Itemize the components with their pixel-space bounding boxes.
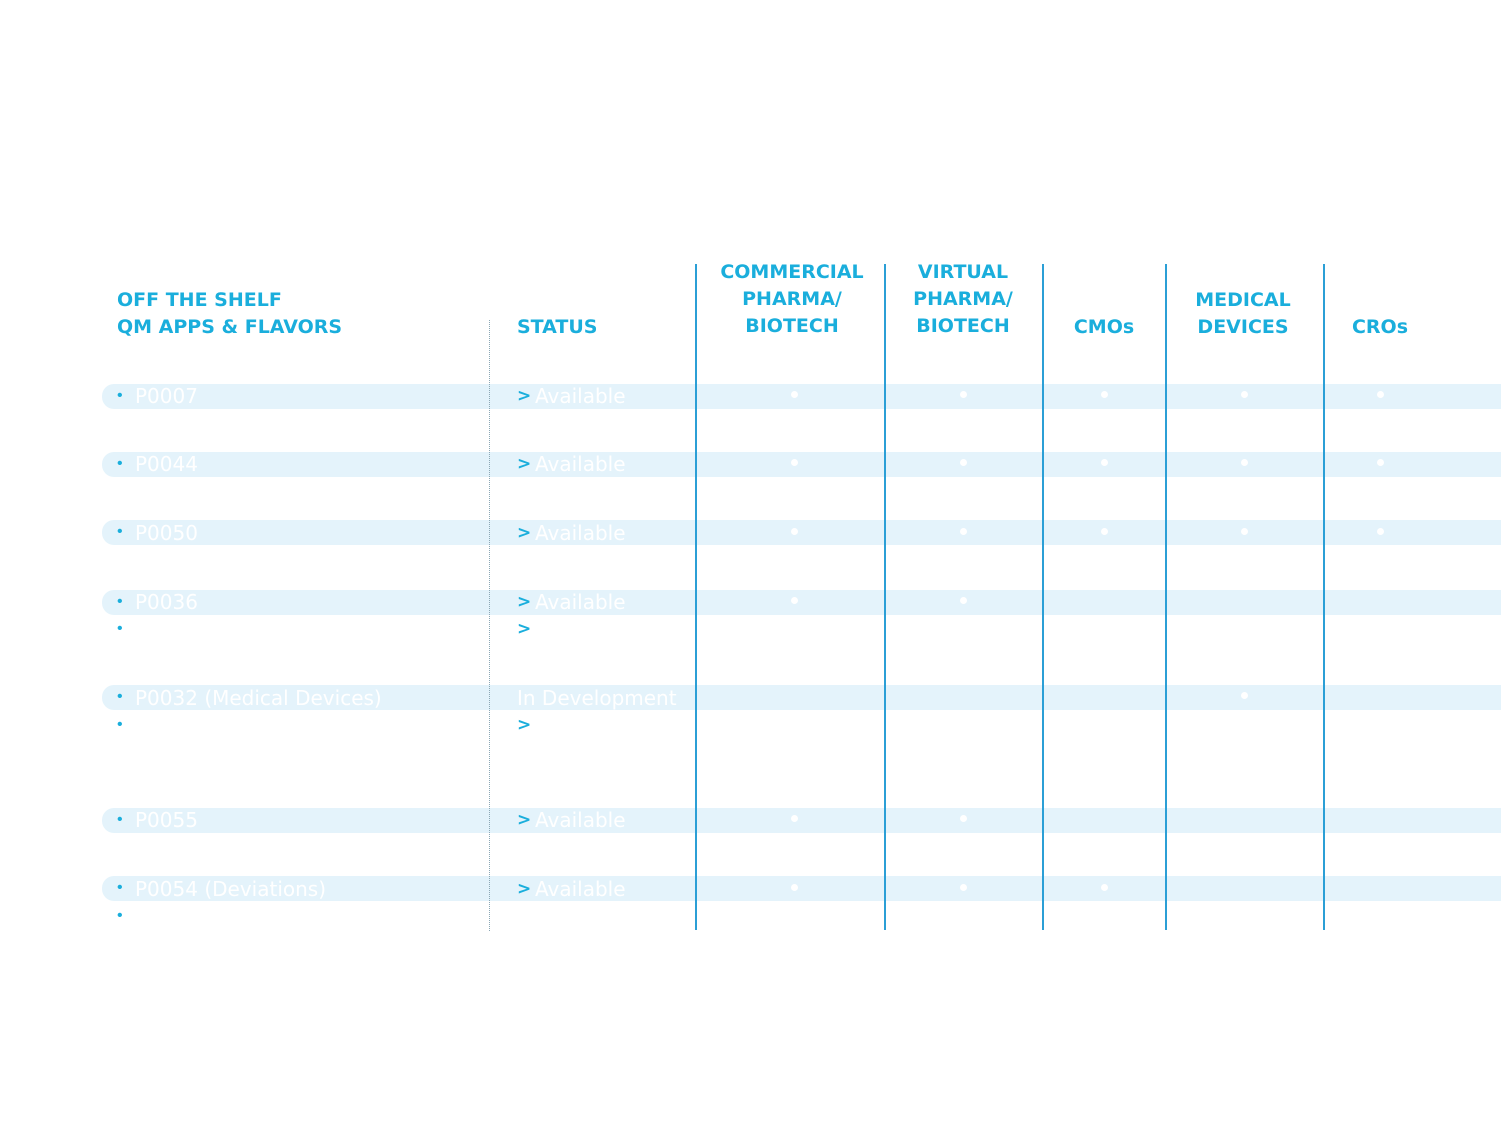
sub-bullet: • [117,907,123,924]
header-cros-label: CROs [1351,316,1409,338]
row-status-arrow: > [517,879,532,899]
row-bullet: • [117,455,123,472]
row-bullet: • [117,688,123,705]
sub-bullet-arrow: > [517,619,532,639]
header-status: STATUS [517,314,597,341]
mark-medical-devices-dot [1241,692,1248,699]
header-medical-devices: MEDICAL DEVICES [1195,287,1290,341]
header-cros: CROs [1352,314,1408,341]
row-bullet: • [117,879,123,896]
row-app-name: P0054 (Deviations) [135,877,327,901]
mark-cros-dot [1377,391,1384,398]
column-divider-5 [1323,264,1325,930]
column-divider-4 [1165,264,1167,930]
header-virtual-line-1: VIRTUAL [917,261,1009,283]
row-app-name: P0007 [135,384,198,408]
row-band-4 [102,590,1501,615]
row-band-3 [102,520,1501,545]
mark-commercial-pharma-dot [791,884,798,891]
mark-commercial-pharma-dot [791,459,798,466]
column-divider-3 [1042,264,1044,930]
row-status: Available [535,521,626,545]
header-status-label: STATUS [517,316,598,338]
row-band-5 [102,685,1501,710]
mark-virtual-pharma-dot [960,528,967,535]
row-bullet: • [117,523,123,540]
row-status: Available [535,590,626,614]
mark-cmos-dot [1101,884,1108,891]
row-status: Available [535,877,626,901]
row-app-name: P0055 [135,808,198,832]
mark-medical-devices-dot [1241,459,1248,466]
mark-cros-dot [1377,459,1384,466]
header-commercial-line-1: COMMERCIAL [720,261,864,283]
mark-commercial-pharma-dot [791,597,798,604]
row-band-1 [102,384,1501,409]
mark-virtual-pharma-dot [960,597,967,604]
header-apps-line-2: QM APPS & FLAVORS [117,316,343,338]
mark-cmos-dot [1101,459,1108,466]
mark-virtual-pharma-dot [960,884,967,891]
column-divider-2 [884,264,886,930]
mark-cmos-dot [1101,528,1108,535]
row-status-arrow: > [517,523,532,543]
row-status-arrow: > [517,386,532,406]
row-status: Available [535,808,626,832]
header-virtual-pharma: VIRTUAL PHARMA/ BIOTECH [913,259,1013,340]
mark-commercial-pharma-dot [791,815,798,822]
header-commercial-line-2: PHARMA/ [742,288,842,310]
mark-virtual-pharma-dot [960,815,967,822]
row-status-arrow: > [517,454,532,474]
row-bullet: • [117,811,123,828]
mark-commercial-pharma-dot [791,528,798,535]
mark-virtual-pharma-dot [960,459,967,466]
header-medical-line-1: MEDICAL [1195,289,1291,311]
sub-bullet: • [117,620,123,637]
row-status: In Development [517,686,677,710]
mark-cmos-dot [1101,391,1108,398]
row-app-name: P0036 [135,590,198,614]
row-band-2 [102,452,1501,477]
column-divider-1 [695,264,697,930]
row-bullet: • [117,387,123,404]
sub-bullet: • [117,716,123,733]
row-status: Available [535,384,626,408]
header-commercial-line-3: BIOTECH [745,315,839,337]
status-column-divider [489,320,490,931]
header-commercial-pharma: COMMERCIAL PHARMA/ BIOTECH [720,259,863,340]
header-apps-line-1: OFF THE SHELF [117,289,282,311]
row-status-arrow: > [517,810,532,830]
header-cmos: CMOs [1074,314,1134,341]
mark-cros-dot [1377,528,1384,535]
header-virtual-line-3: BIOTECH [916,315,1010,337]
mark-commercial-pharma-dot [791,391,798,398]
header-medical-line-2: DEVICES [1197,316,1289,338]
mark-virtual-pharma-dot [960,391,967,398]
row-bullet: • [117,593,123,610]
row-band-7 [102,876,1501,901]
sub-bullet-arrow: > [517,715,532,735]
header-virtual-line-2: PHARMA/ [913,288,1013,310]
mark-medical-devices-dot [1241,391,1248,398]
row-band-6 [102,808,1501,833]
row-app-name: P0032 (Medical Devices) [135,686,382,710]
mark-medical-devices-dot [1241,528,1248,535]
row-app-name: P0044 [135,452,198,476]
header-apps: OFF THE SHELF QM APPS & FLAVORS [117,287,342,341]
header-cmos-label: CMOs [1073,316,1135,338]
row-status-arrow: > [517,592,532,612]
row-app-name: P0050 [135,521,198,545]
row-status: Available [535,452,626,476]
